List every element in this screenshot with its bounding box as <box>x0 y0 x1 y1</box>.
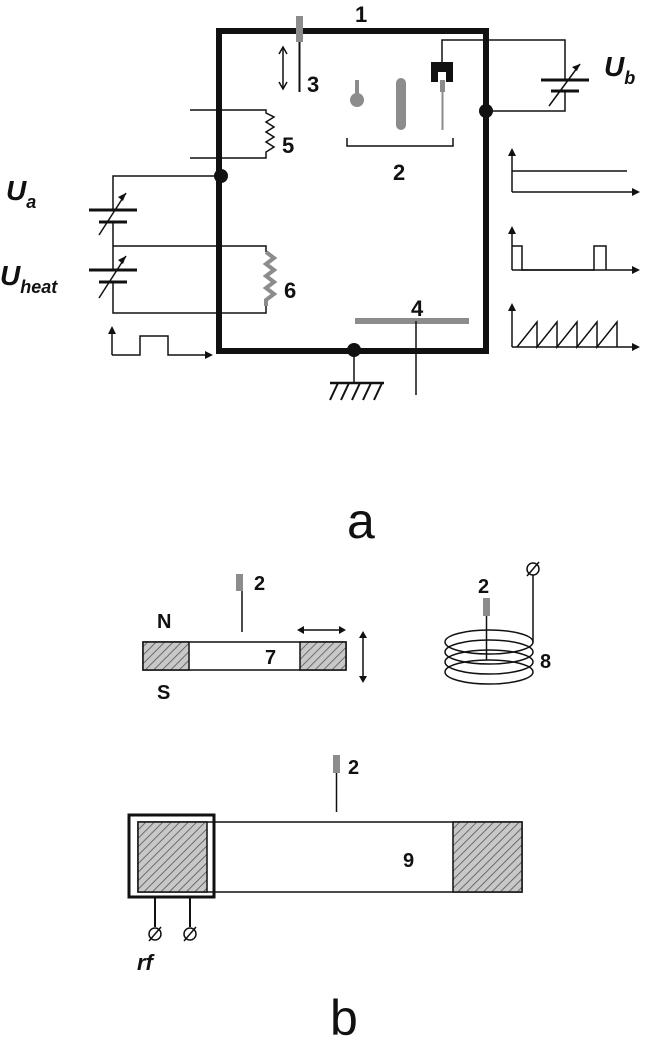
label-chamber: 1 <box>355 2 367 27</box>
label-magnet: 7 <box>265 647 276 669</box>
ub-circuit <box>441 39 589 118</box>
label-sample-b2: 2 <box>478 576 489 598</box>
sample-holders <box>346 62 454 147</box>
label-ub: Ub <box>604 51 635 88</box>
label-sample-b3: 2 <box>348 757 359 779</box>
ring-magnet <box>142 626 367 683</box>
label-manipulator: 3 <box>307 72 319 97</box>
label-coil: 8 <box>540 651 551 673</box>
sample-over-magnet <box>236 574 243 632</box>
magnet-pole-s: S <box>157 682 170 704</box>
label-ua: Ua <box>6 175 36 212</box>
pulse-waveform <box>508 226 640 274</box>
label-sample-b1: 2 <box>254 573 265 595</box>
label-samples: 2 <box>393 160 405 185</box>
label-uheat: Uheat <box>0 260 58 297</box>
label-rf: rf <box>137 950 156 975</box>
heat-pulse-waveform <box>108 326 213 359</box>
sample-over-rf-magnet <box>333 755 340 812</box>
manipulator-rod <box>278 16 303 92</box>
ground-symbol <box>329 343 384 401</box>
magnet-pole-n: N <box>157 611 171 633</box>
label-filament: 5 <box>282 133 294 158</box>
panel-label-a: a <box>347 493 375 549</box>
heater-circuit <box>89 245 278 314</box>
coil <box>444 561 540 685</box>
label-heater: 6 <box>284 278 296 303</box>
ua-circuit <box>89 169 228 246</box>
sawtooth-waveform <box>508 303 640 351</box>
label-rf-magnet: 9 <box>403 850 414 872</box>
collector <box>355 318 469 395</box>
panel-label-b: b <box>330 990 358 1045</box>
label-collector: 4 <box>411 296 424 321</box>
filament <box>190 109 276 159</box>
rf-magnet <box>127 813 523 942</box>
dc-waveform <box>508 148 640 196</box>
